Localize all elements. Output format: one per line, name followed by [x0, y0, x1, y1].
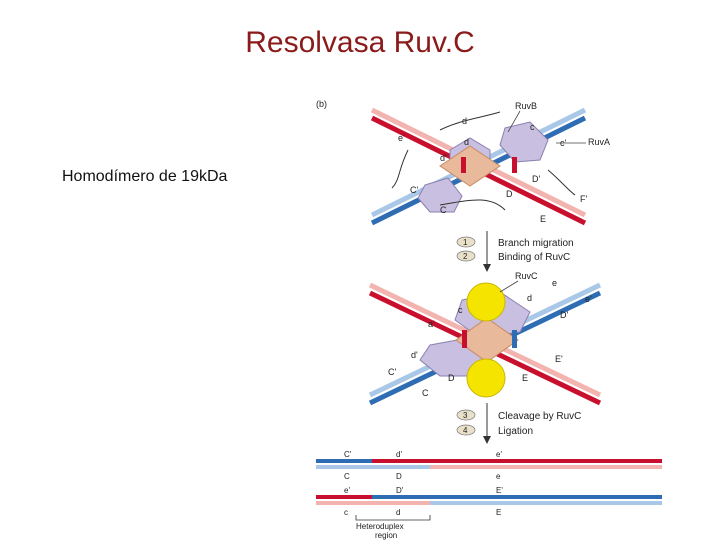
dup1-label-1: C' — [344, 450, 352, 459]
dup2-label-2: D' — [396, 486, 404, 495]
label-c-prime2: c' — [560, 138, 567, 148]
label-D-mid: D — [448, 373, 455, 383]
step-1-number: 1 — [463, 238, 468, 247]
step-3-text: Cleavage by RuvC — [498, 411, 581, 422]
step-4-text: Ligation — [498, 426, 533, 437]
dup1-label-4: C — [344, 472, 350, 481]
ruvb-ring-top — [499, 121, 549, 163]
arrowhead-steps-3-4 — [483, 436, 491, 444]
arrow-top — [439, 111, 501, 131]
label-ruvb: RuvB — [515, 101, 537, 111]
step-1-badge — [456, 236, 476, 248]
label-e-mid: e — [552, 278, 557, 288]
label-C-prime: C' — [410, 185, 418, 195]
junction-marker-red-2 — [512, 157, 517, 173]
label-E-mid: E — [522, 373, 528, 383]
dup2-label-5: d — [396, 508, 400, 517]
label-E: E — [540, 214, 546, 224]
dup2-label-4: c — [344, 508, 348, 517]
arrowhead-steps-1-2 — [483, 264, 491, 272]
label-e-prime: e' — [398, 133, 405, 143]
step-4-number: 4 — [463, 426, 468, 435]
heteroduplex-caption-2: region — [375, 531, 397, 540]
label-d-mid: d — [527, 293, 532, 303]
bottom-duplexes: C' d' e' C D e e' D' E' c d E Heterodupl… — [316, 450, 662, 540]
label-c-top: c — [530, 122, 535, 132]
dup1-label-5: D — [396, 472, 402, 481]
arrow-right — [547, 169, 576, 196]
label-e-prime-mid: e' — [585, 294, 592, 304]
step-2-badge — [456, 250, 476, 262]
dup2-label-3: E' — [496, 486, 503, 495]
label-D-prime-mid: D' — [560, 310, 568, 320]
label-C-mid: C — [422, 388, 429, 398]
label-d-prime: d' — [440, 153, 447, 163]
ruvc-subunit-top — [466, 282, 506, 322]
label-ruvc: RuvC — [515, 271, 538, 281]
slide-title: Resolvasa Ruv.C — [245, 26, 475, 59]
label-d-prime-mid: d' — [411, 350, 418, 360]
steps-1-2: 1 Branch migration 2 Binding of RuvC — [456, 231, 574, 272]
dup2-label-6: E — [496, 508, 501, 517]
middle-junction: RuvC e c d e' a' D' d' E' C' D E C — [368, 271, 602, 406]
heteroduplex-bracket — [355, 515, 431, 521]
step-4-badge — [456, 424, 476, 436]
bullet-text: Homodímero de 19kDa — [62, 168, 228, 185]
arrow-left-down — [391, 149, 409, 189]
dup1-label-3: e' — [496, 450, 502, 459]
junction-marker-red — [461, 157, 466, 173]
step-3-badge — [456, 409, 476, 421]
label-ruva: RuvA — [588, 137, 610, 147]
leader-ruvc — [499, 280, 519, 293]
top-junction: RuvB RuvA d c e' d' d c' D' C' D C E F' — [370, 101, 610, 226]
step-2-number: 2 — [463, 252, 468, 261]
dup1-label-2: d' — [396, 450, 402, 459]
heteroduplex-caption-1: Heteroduplex — [356, 522, 404, 531]
label-a-prime-mid: a' — [428, 319, 435, 329]
ruvc-subunit-bottom — [466, 358, 506, 398]
label-E-prime-mid: E' — [555, 354, 563, 364]
arrow-bottom — [439, 199, 506, 211]
label-C-prime-mid: C' — [388, 367, 396, 377]
ruva-tetramer — [439, 145, 501, 187]
label-d2: d — [464, 137, 469, 147]
step-1-text: Branch migration — [498, 238, 574, 249]
dup1-label-6: e — [496, 472, 501, 481]
label-c-mid: c — [458, 305, 463, 315]
dup2-label-1: e' — [344, 486, 350, 495]
label-D: D — [506, 189, 513, 199]
step-2-text: Binding of RuvC — [498, 252, 570, 263]
leader-ruvb — [507, 110, 521, 133]
step-3-number: 3 — [463, 411, 468, 420]
marker-blue-mid — [512, 330, 517, 348]
panel-label: (b) — [316, 99, 327, 109]
label-F-prime: F' — [580, 194, 587, 204]
label-C: C — [440, 205, 447, 215]
label-D-prime: D' — [532, 174, 540, 184]
steps-3-4: 3 Cleavage by RuvC 4 Ligation — [456, 403, 581, 444]
marker-red-mid — [462, 330, 467, 348]
